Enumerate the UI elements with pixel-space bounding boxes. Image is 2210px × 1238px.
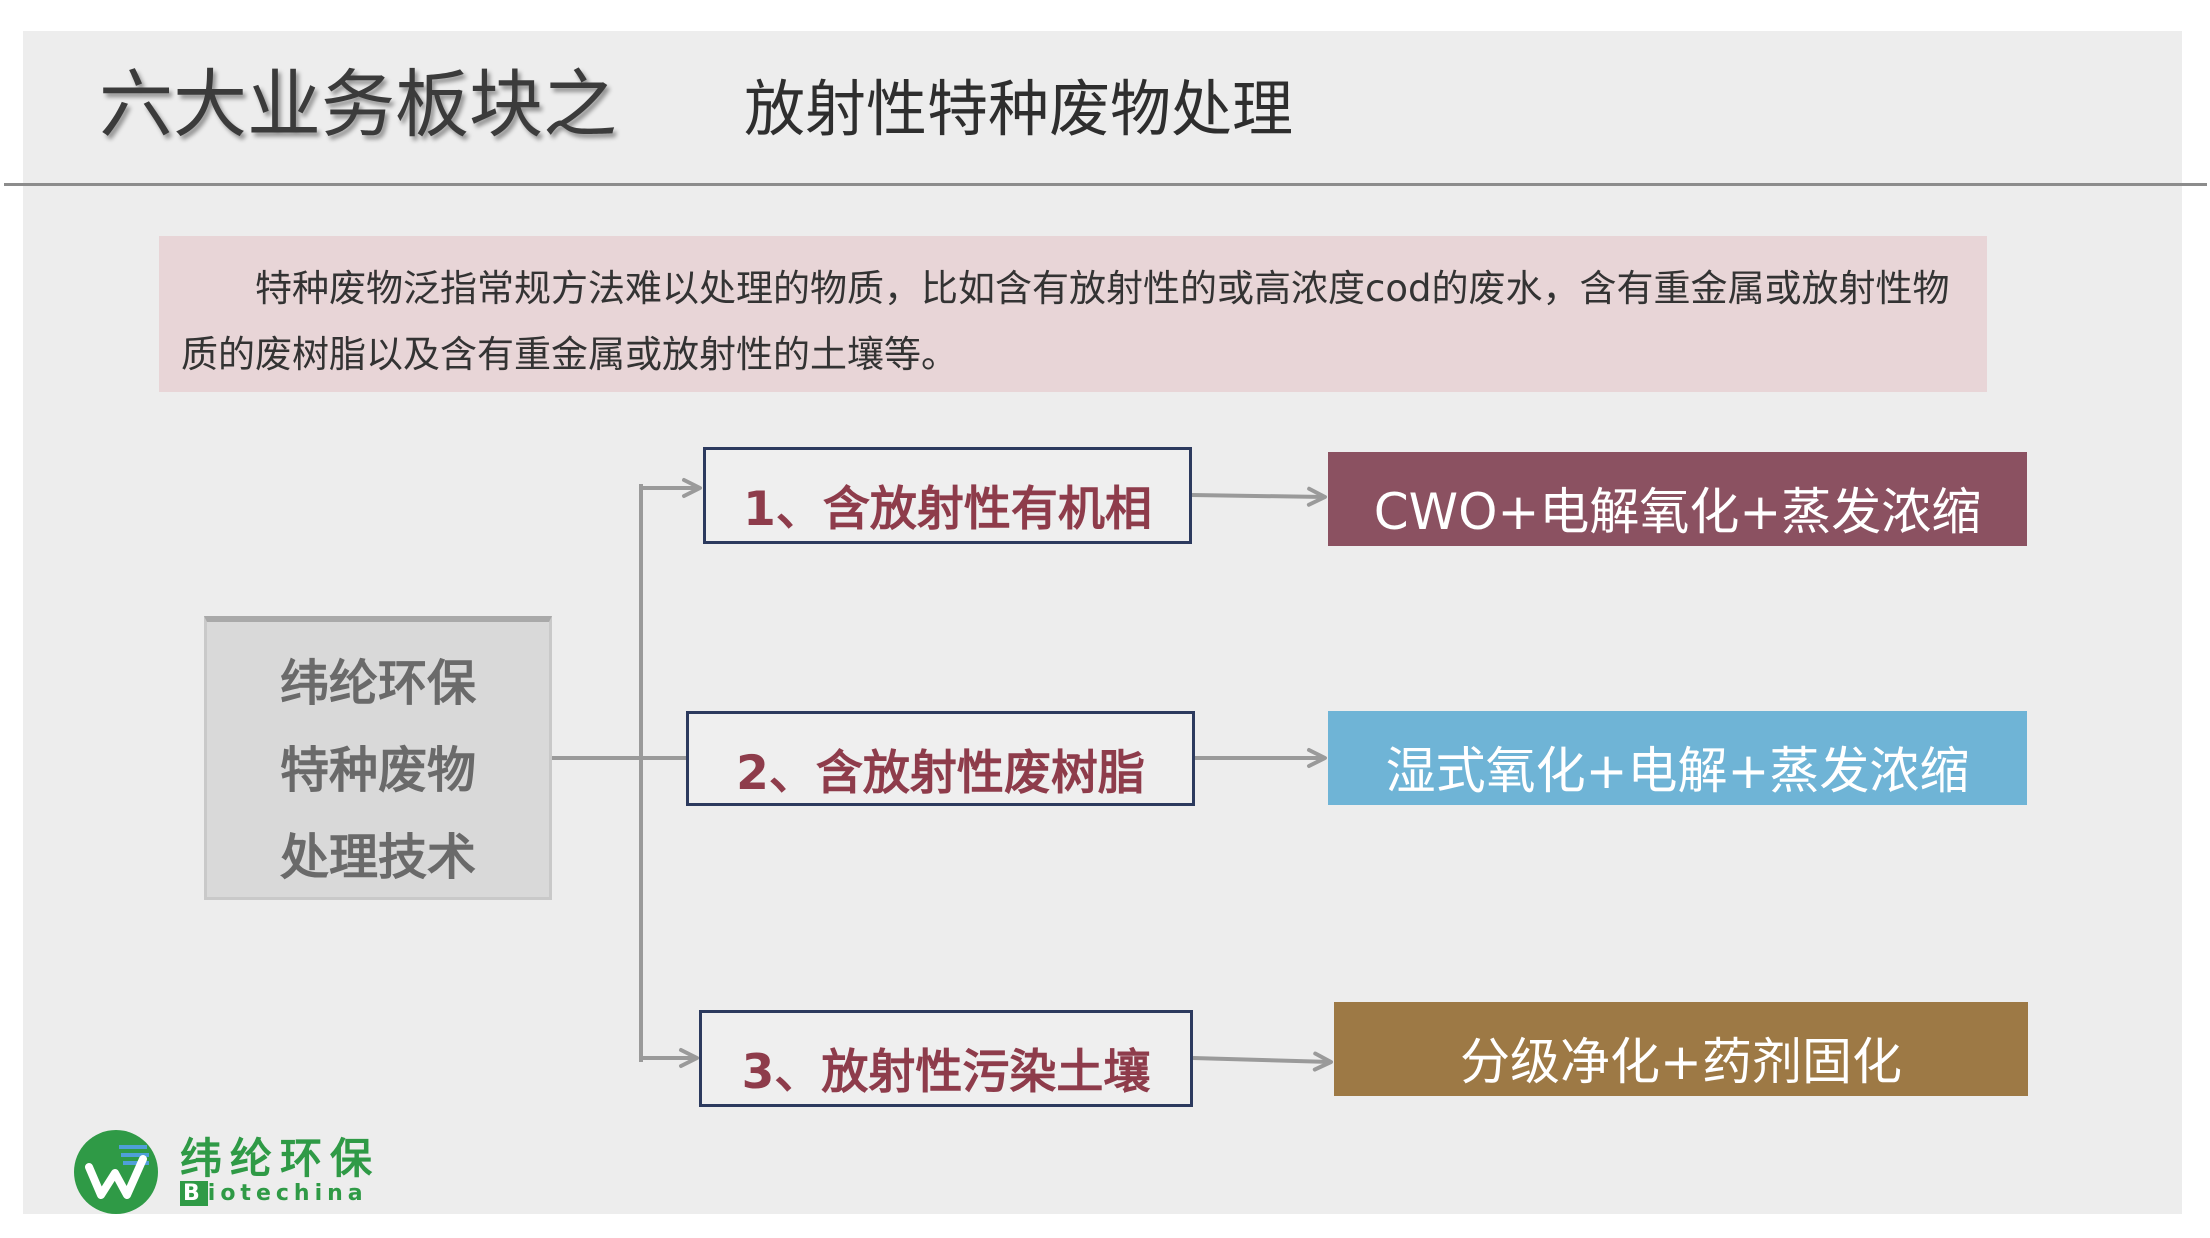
intro-box: 特种废物泛指常规方法难以处理的物质，比如含有放射性的或高浓度cod的废水，含有重… (159, 236, 1987, 392)
root-line: 处理技术 (279, 829, 476, 886)
root-box: 纬纶环保 特种废物 处理技术 (204, 616, 552, 900)
branch-2-box: 2、含放射性废树脂 (686, 711, 1195, 806)
intro-line: 特种废物泛指常规方法难以处理的物质，比如含有放射性的或高浓度cod的废水，含有重… (255, 267, 1950, 310)
root-line: 纬纶环保 (279, 655, 476, 712)
method-3-box: 分级净化+药剂固化 (1334, 1002, 2028, 1096)
method-2-box: 湿式氧化+电解+蒸发浓缩 (1328, 711, 2027, 805)
branch-1-box: 1、含放射性有机相 (703, 447, 1192, 544)
title-divider (4, 183, 2207, 186)
logo-name-cn: 纬纶环保 (180, 1134, 381, 1183)
company-logo-icon (74, 1130, 158, 1214)
intro-line: 质的废树脂以及含有重金属或放射性的土壤等。 (181, 333, 958, 376)
page-subtitle: 放射性特种废物处理 (744, 74, 1294, 145)
page-title: 六大业务板块之 (99, 62, 617, 148)
logo-name-en: Biotechina (183, 1181, 368, 1206)
branch-3-box: 3、放射性污染土壤 (699, 1010, 1193, 1107)
method-1-box: CWO+电解氧化+蒸发浓缩 (1328, 452, 2027, 546)
root-line: 特种废物 (279, 742, 476, 799)
